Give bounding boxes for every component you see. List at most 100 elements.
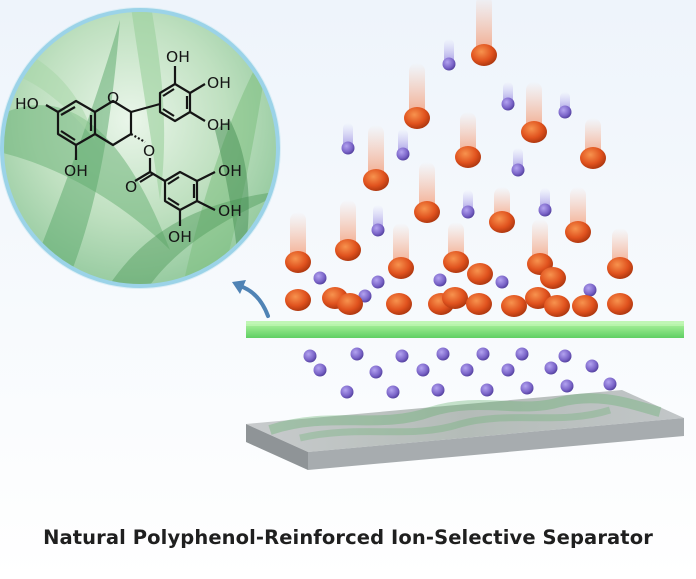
large-ion bbox=[467, 263, 493, 285]
permeated-small-ion bbox=[515, 347, 529, 361]
permeated-small-ion bbox=[520, 381, 534, 395]
permeated-small-ion bbox=[395, 349, 409, 363]
large-ion-trail bbox=[476, 0, 492, 55]
hydroxyl-label: OH bbox=[64, 162, 88, 180]
large-ion bbox=[335, 239, 361, 261]
permeated-small-ion bbox=[480, 383, 494, 397]
small-ion-trail bbox=[373, 205, 383, 230]
large-ion-trail bbox=[460, 112, 476, 157]
blocked-large-ion bbox=[501, 295, 527, 317]
small-ion bbox=[511, 163, 525, 177]
blocked-large-ion bbox=[607, 293, 633, 315]
permeated-small-ion bbox=[340, 385, 354, 399]
hydroxyl-label: OH bbox=[218, 162, 242, 180]
large-ion bbox=[565, 221, 591, 243]
small-ion-trail bbox=[398, 129, 408, 154]
hydroxyl-label: OH bbox=[207, 116, 231, 134]
permeated-small-ion bbox=[544, 361, 558, 375]
large-ion-trails bbox=[290, 0, 628, 268]
small-ion-trail bbox=[343, 123, 353, 148]
carbonyl-oxygen-label: O bbox=[125, 178, 137, 196]
permeated-small-ion bbox=[416, 363, 430, 377]
large-ion-trail bbox=[419, 162, 435, 212]
small-ion bbox=[461, 205, 475, 219]
small-ion bbox=[433, 273, 447, 287]
small-ion bbox=[313, 271, 327, 285]
blocked-large-ion bbox=[466, 293, 492, 315]
large-ions bbox=[285, 44, 633, 317]
small-ion bbox=[358, 289, 372, 303]
permeated-small-ion bbox=[431, 383, 445, 397]
large-ion bbox=[388, 257, 414, 279]
small-ions bbox=[303, 57, 617, 399]
permeated-small-ion bbox=[603, 377, 617, 391]
large-ion-trail bbox=[393, 223, 409, 268]
blocked-large-ion bbox=[544, 295, 570, 317]
large-ion bbox=[455, 146, 481, 168]
blocked-large-ion bbox=[386, 293, 412, 315]
small-ion bbox=[583, 283, 597, 297]
permeated-small-ion bbox=[313, 363, 327, 377]
large-ion-trail bbox=[290, 212, 306, 262]
permeated-small-ion bbox=[369, 365, 383, 379]
large-ion-trail bbox=[526, 82, 542, 132]
permeated-small-ion bbox=[560, 379, 574, 393]
large-ion bbox=[443, 251, 469, 273]
large-ion bbox=[580, 147, 606, 169]
large-ion bbox=[404, 107, 430, 129]
permeated-small-ion bbox=[501, 363, 515, 377]
permeated-small-ion bbox=[476, 347, 490, 361]
separator-membrane bbox=[246, 321, 684, 338]
small-ion bbox=[371, 275, 385, 289]
large-ion bbox=[471, 44, 497, 66]
blocked-large-ion bbox=[572, 295, 598, 317]
large-ion bbox=[489, 211, 515, 233]
curved-arrow-icon bbox=[232, 280, 270, 318]
figure-caption: Natural Polyphenol-Reinforced Ion-Select… bbox=[43, 526, 653, 549]
molecule-structure bbox=[45, 66, 216, 226]
substrate-slab bbox=[246, 390, 684, 470]
hydroxyl-label: OH bbox=[166, 48, 190, 66]
blocked-large-ion bbox=[337, 293, 363, 315]
permeated-small-ion bbox=[303, 349, 317, 363]
ring-oxygen-label: O bbox=[107, 89, 119, 107]
permeated-small-ion bbox=[350, 347, 364, 361]
small-ion bbox=[442, 57, 456, 71]
permeated-small-ion bbox=[436, 347, 450, 361]
small-ion-trail bbox=[444, 39, 454, 64]
small-ion bbox=[341, 141, 355, 155]
permeated-small-ion bbox=[558, 349, 572, 363]
hydroxyl-label: HO bbox=[15, 95, 39, 113]
hydroxyl-label: OH bbox=[218, 202, 242, 220]
large-ion bbox=[285, 251, 311, 273]
large-ion-trail bbox=[368, 125, 384, 180]
large-ion-trail bbox=[570, 187, 586, 232]
small-ion bbox=[495, 275, 509, 289]
ester-oxygen-label: O bbox=[143, 142, 155, 160]
blocked-large-ion bbox=[285, 289, 311, 311]
large-ion-trail bbox=[340, 200, 356, 250]
permeated-small-ion bbox=[585, 359, 599, 373]
large-ion-trail bbox=[532, 219, 548, 264]
small-ion bbox=[396, 147, 410, 161]
small-ion bbox=[538, 203, 552, 217]
large-ion bbox=[540, 267, 566, 289]
magnified-view: OH OH OH HO O O OH O OH OH OH bbox=[0, 7, 281, 289]
hydroxyl-label: OH bbox=[168, 228, 192, 246]
large-ion bbox=[521, 121, 547, 143]
small-ion bbox=[501, 97, 515, 111]
large-ion bbox=[607, 257, 633, 279]
permeated-small-ion bbox=[386, 385, 400, 399]
small-ion bbox=[371, 223, 385, 237]
small-ion bbox=[558, 105, 572, 119]
circle-border bbox=[0, 8, 280, 288]
permeated-small-ion bbox=[460, 363, 474, 377]
large-ion bbox=[414, 201, 440, 223]
large-ion-trail bbox=[409, 63, 425, 118]
hydroxyl-label: OH bbox=[207, 74, 231, 92]
large-ion bbox=[363, 169, 389, 191]
tea-leaf-background bbox=[2, 10, 278, 286]
blocked-large-ion bbox=[442, 287, 468, 309]
